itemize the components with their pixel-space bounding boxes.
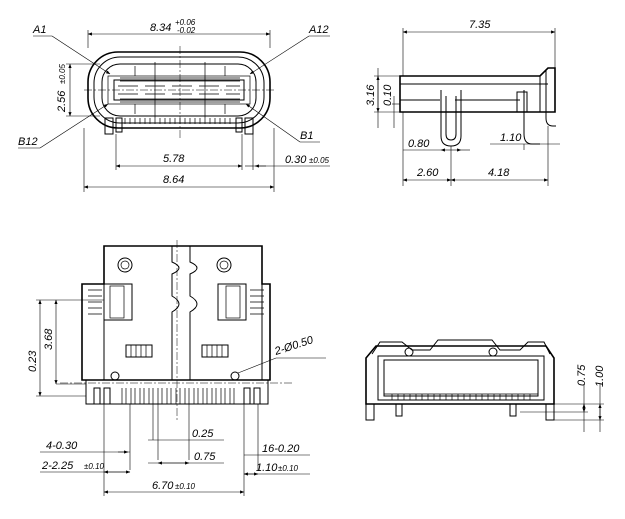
dim-0-75-rear: 0.75 [576,364,588,386]
dim-0-23: 0.23 [27,350,39,372]
hole-right [230,371,240,381]
dim-7-35: 7.35 [469,19,491,31]
dim-6-70-tol: ±0.10 [175,482,196,491]
dim-5-78: 5.78 [163,153,185,165]
dim-4-0-30: 4-0.30 [46,440,78,452]
label-a12: A12 [308,24,329,36]
dim-8-64: 8.64 [163,174,184,186]
rear-body [365,345,555,405]
rear-view: 0.75 1.00 [365,339,606,432]
dim-2-56: 2.56 [56,90,68,113]
label-b1: B1 [300,130,313,142]
dim-0-80: 0.80 [408,138,430,150]
dim-4-18: 4.18 [488,167,510,179]
label-b12: B12 [18,136,38,148]
top-view: 0.23 3.68 2-Ø0.50 4-0.30 0.25 16-0.20 2-… [27,240,326,496]
dim-0-75: 0.75 [194,451,216,463]
dim-0-10: 0.10 [382,84,394,106]
top-body [81,245,271,381]
dim-0-25: 0.25 [192,428,214,440]
tol-minus: -0.02 [177,26,196,35]
dim-hole: 2-Ø0.50 [272,334,315,358]
dim-2-56-tol: ±0.05 [58,63,67,84]
dim-2-60: 2.60 [416,167,439,179]
dim-0-30-tol: ±0.05 [309,156,330,165]
peg-left [117,257,133,273]
dim-1-10-tol: ±0.10 [278,464,299,473]
peg-right [216,257,232,273]
dim-3-68: 3.68 [43,328,55,350]
dim-1-10: 1.10 [500,132,522,144]
side-tab-2 [523,90,540,145]
dim-2-2-25: 2-2.25 [41,460,74,472]
dim-0-30: 0.30 [285,154,307,166]
dim-8-34: 8.34 [150,22,171,34]
dim-16-0-20: 16-0.20 [262,443,300,455]
dim-1-10-top: 1.10 [256,462,278,474]
label-a1: A1 [32,24,46,36]
front-view: 8.34 +0.06 -0.02 A1 A12 B12 B1 2.56 ±0.0… [18,18,330,192]
dim-3-16: 3.16 [365,84,377,106]
side-body [399,67,556,113]
hole-left [110,371,120,381]
dim-2-2-25-tol: ±0.10 [84,462,105,471]
dim-6-70: 6.70 [152,480,174,492]
tol-plus: +0.06 [175,18,196,27]
dim-1-00-rear: 1.00 [594,365,606,387]
side-view: 7.35 3.16 0.10 0.80 1.10 2.60 4.18 [365,19,560,186]
side-tab-1 [440,90,462,147]
